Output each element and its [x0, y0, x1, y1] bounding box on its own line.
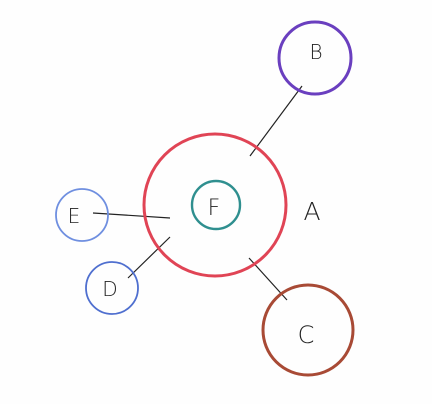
edge-a-d: [127, 236, 171, 279]
edge-a-e: [92, 212, 171, 219]
node-d-label: D: [102, 277, 117, 301]
node-e-circle: [55, 188, 109, 242]
node-c-circle: [261, 283, 355, 377]
node-e-label: E: [68, 204, 81, 228]
node-b-circle: [277, 20, 353, 96]
node-a-label: A: [303, 197, 320, 226]
node-f-circle: [190, 179, 242, 231]
node-f-label: F: [208, 196, 221, 221]
node-d-circle: [85, 261, 139, 315]
node-a-circle: [142, 132, 288, 278]
node-c-label: C: [298, 321, 315, 349]
edge-a-b: [249, 85, 303, 157]
node-b-label: B: [309, 40, 322, 64]
